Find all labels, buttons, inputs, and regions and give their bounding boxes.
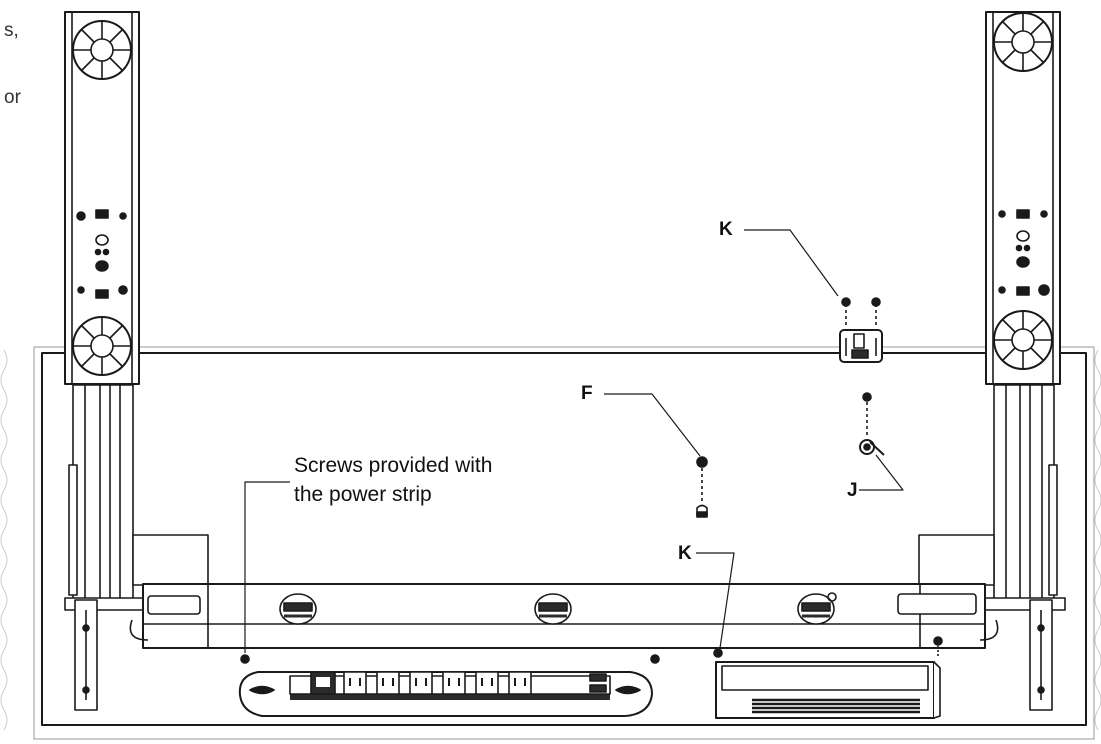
mounting-bracket-k [839,297,883,363]
crossbar-cable-clip-2 [534,593,572,625]
screw-f [696,456,708,518]
leader-f [604,393,701,457]
crossbar-cable-clip-1 [279,593,317,625]
right-side-bracket [1029,599,1053,711]
leader-k-bottom [696,552,735,649]
label-k-top: K [719,219,733,240]
control-box [715,661,941,719]
desktop-underside [33,346,1095,740]
crossbar-cable-clip-3 [797,592,837,625]
cable-clip-j [859,392,885,456]
crossbar [129,583,999,649]
leader-k-top [744,229,839,297]
caption-line-1: Screws provided with [294,454,493,477]
caption-line-2: the power strip [294,483,432,506]
power-strip-screws [240,636,943,664]
left-leg-column [64,11,140,600]
clipped-text-2: or [4,87,21,108]
label-k-bottom: K [678,543,692,564]
left-motor-housing [64,464,209,611]
power-strip [238,671,653,717]
label-j: J [847,480,858,501]
caption-screws: Screws provided with the power strip [294,451,492,509]
leader-j [859,454,904,491]
left-side-bracket [74,599,98,711]
clipped-text-1: s, [4,20,19,41]
label-f: F [581,383,593,404]
power-strip-outlets [343,671,532,695]
leader-screws-caption [244,481,290,653]
right-leg-column [985,11,1061,600]
